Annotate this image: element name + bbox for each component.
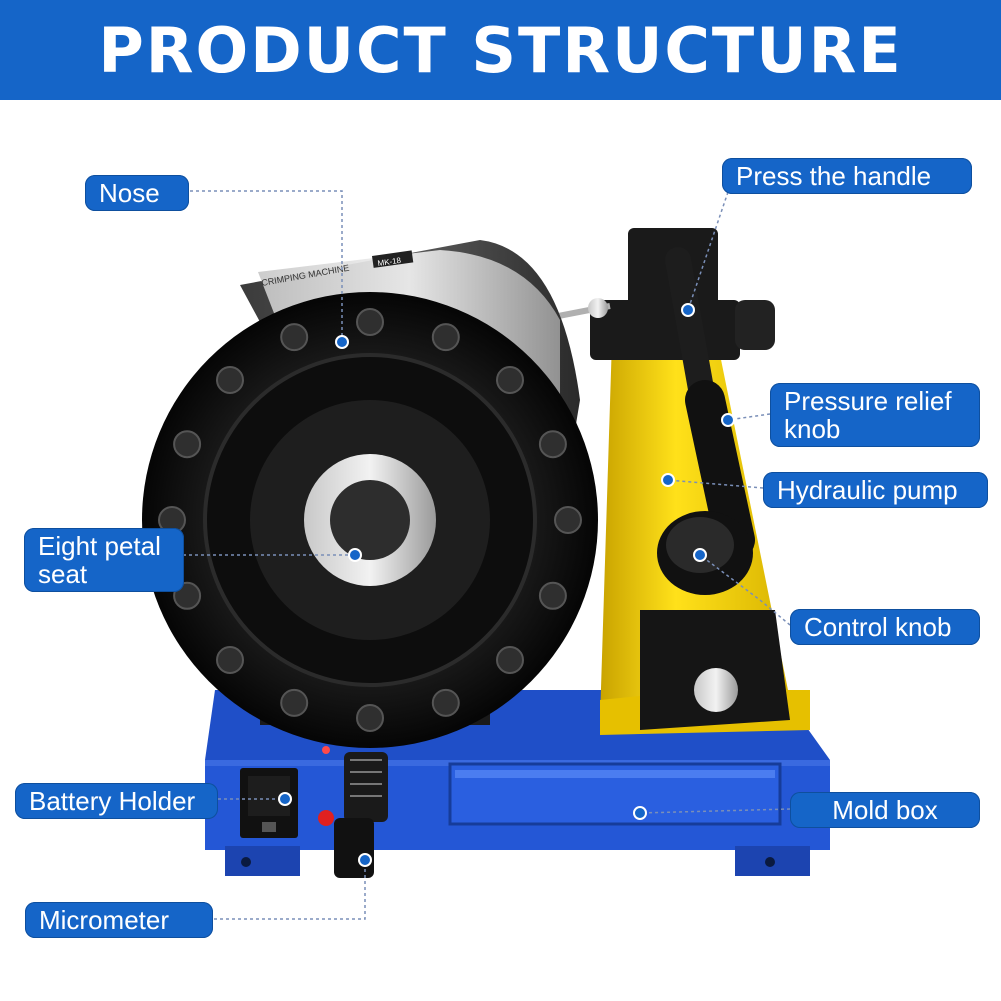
bolt-icon: [431, 688, 460, 717]
label-press-handle: Press the handle: [722, 158, 972, 194]
machine-illustration: CRIMPING MACHINE MK-18: [142, 190, 830, 920]
page-title: PRODUCT STRUCTURE: [98, 13, 903, 87]
leader-dot: [681, 303, 695, 317]
label-hydraulic-pump: Hydraulic pump: [763, 472, 988, 508]
leader-dots: [278, 303, 735, 867]
bolt-icon: [216, 646, 244, 674]
bolt-icon: [280, 323, 309, 352]
leader-dot: [335, 335, 349, 349]
pressure-relief-knob-part: [735, 300, 775, 350]
leader-dot: [661, 473, 675, 487]
red-indicator-light: [318, 810, 334, 826]
bolt-icon: [496, 366, 524, 394]
label-mold-box: Mold box: [790, 792, 980, 828]
bolt-icon: [356, 704, 384, 732]
leader-dot: [693, 548, 707, 562]
bolt-icon: [216, 366, 244, 394]
leader-lines: [183, 190, 791, 920]
label-battery-holder: Battery Holder: [15, 783, 218, 819]
title-banner: PRODUCT STRUCTURE: [0, 0, 1001, 100]
pump-bolt-icon: [694, 668, 738, 712]
bolt-icon: [280, 688, 309, 717]
leader-dot: [348, 548, 362, 562]
head-bolts: [158, 308, 582, 732]
leader-dot: [278, 792, 292, 806]
bolt-icon: [356, 308, 384, 336]
bolt-icon: [554, 506, 582, 534]
label-nose: Nose: [85, 175, 189, 211]
red-indicator-light-small: [322, 746, 330, 754]
mold-box-drawer: [448, 762, 782, 826]
label-control-knob: Control knob: [790, 609, 980, 645]
leader-dot: [633, 806, 647, 820]
bolt-icon: [538, 581, 567, 610]
bolt-icon: [431, 323, 460, 352]
bolt-icon: [538, 430, 567, 459]
crimping-head: CRIMPING MACHINE MK-18: [142, 240, 598, 748]
label-pressure-relief-knob: Pressure relief knob: [770, 383, 980, 447]
leader-dot: [358, 853, 372, 867]
leader-dot: [721, 413, 735, 427]
bolt-icon: [173, 430, 202, 459]
label-eight-petal-seat: Eight petal seat: [24, 528, 184, 592]
label-micrometer: Micrometer: [25, 902, 213, 938]
nameplate-model: MK-18: [377, 256, 402, 268]
bolt-icon: [496, 646, 524, 674]
